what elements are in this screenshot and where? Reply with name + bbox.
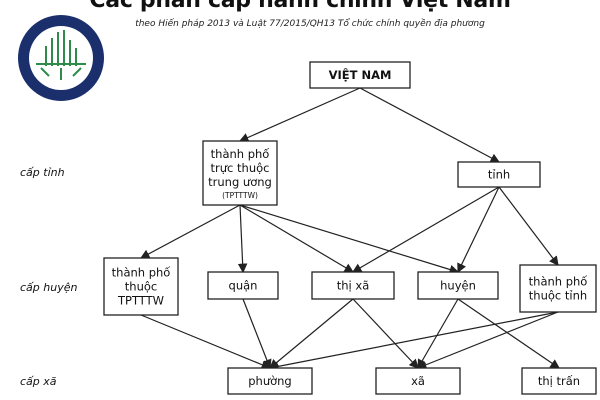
node-thixa: thị xã [311,271,395,300]
edge-tp_tinh-to-xa [416,311,559,370]
edge-tinh-to-huyen [457,186,500,274]
node-thitran: thị trấn [521,367,597,395]
node-vn: VIỆT NAM [309,61,411,89]
node-label: thành phố [529,275,588,289]
thu-vien-nha-dat-logo [18,15,104,101]
node-label: quận [229,279,258,293]
edge-tinh-to-thixa [351,186,500,273]
node-label: xã [411,374,425,388]
node-label: TPTTTW [117,294,164,308]
node-label: thành phố [112,266,171,280]
edge-tp_tinh-to-phuong [268,311,559,372]
edge-tinh-to-tp_tinh [498,186,559,266]
edge-vn-to-tinh [359,87,501,163]
level-label-district: cấp huyện [20,281,78,294]
level-label-province: cấp tỉnh [20,166,65,179]
node-label: trực thuộc [211,161,270,175]
edge-huyen-to-thitran [457,298,560,369]
node-label: tỉnh [488,168,510,182]
edge-tptttw-to-thixa [239,204,355,273]
node-label: thuộc [125,280,157,294]
edge-thixa-to-phuong [269,298,354,369]
edge-quan-to-phuong [242,298,272,370]
node-label: trung ương [208,175,272,189]
node-phuong: phường [227,367,313,395]
page-title: Các phân cấp hành chính Việt Nam [89,0,511,13]
page-subtitle: theo Hiến pháp 2013 và Luật 77/2015/QH13… [135,19,485,29]
node-label: VIỆT NAM [329,67,392,82]
edge-huyen-to-xa [417,298,459,370]
node-label: thuộc tỉnh [529,289,587,303]
node-tinh: tỉnh [457,161,541,188]
node-label: huyện [440,279,476,293]
edge-tptttw-to-quan [237,204,248,274]
node-xa: xã [375,367,461,395]
node-note: (TPTTTW) [222,191,258,200]
edge-tptttw-to-huyen [239,204,460,275]
edge-tptttw-to-tp_tptttw [139,204,241,259]
edge-thixa-to-xa [352,298,419,369]
node-label: thị xã [337,279,370,293]
node-label: phường [248,374,292,388]
node-quan: quận [207,271,279,300]
node-huyen: huyện [417,271,499,300]
edge-tp_tptttw-to-phuong [140,314,272,370]
level-label-commune: cấp xã [20,375,57,388]
node-label: thị trấn [538,374,580,388]
node-label: thành phố [211,147,270,161]
edge-vn-to-tptttw [238,87,361,142]
